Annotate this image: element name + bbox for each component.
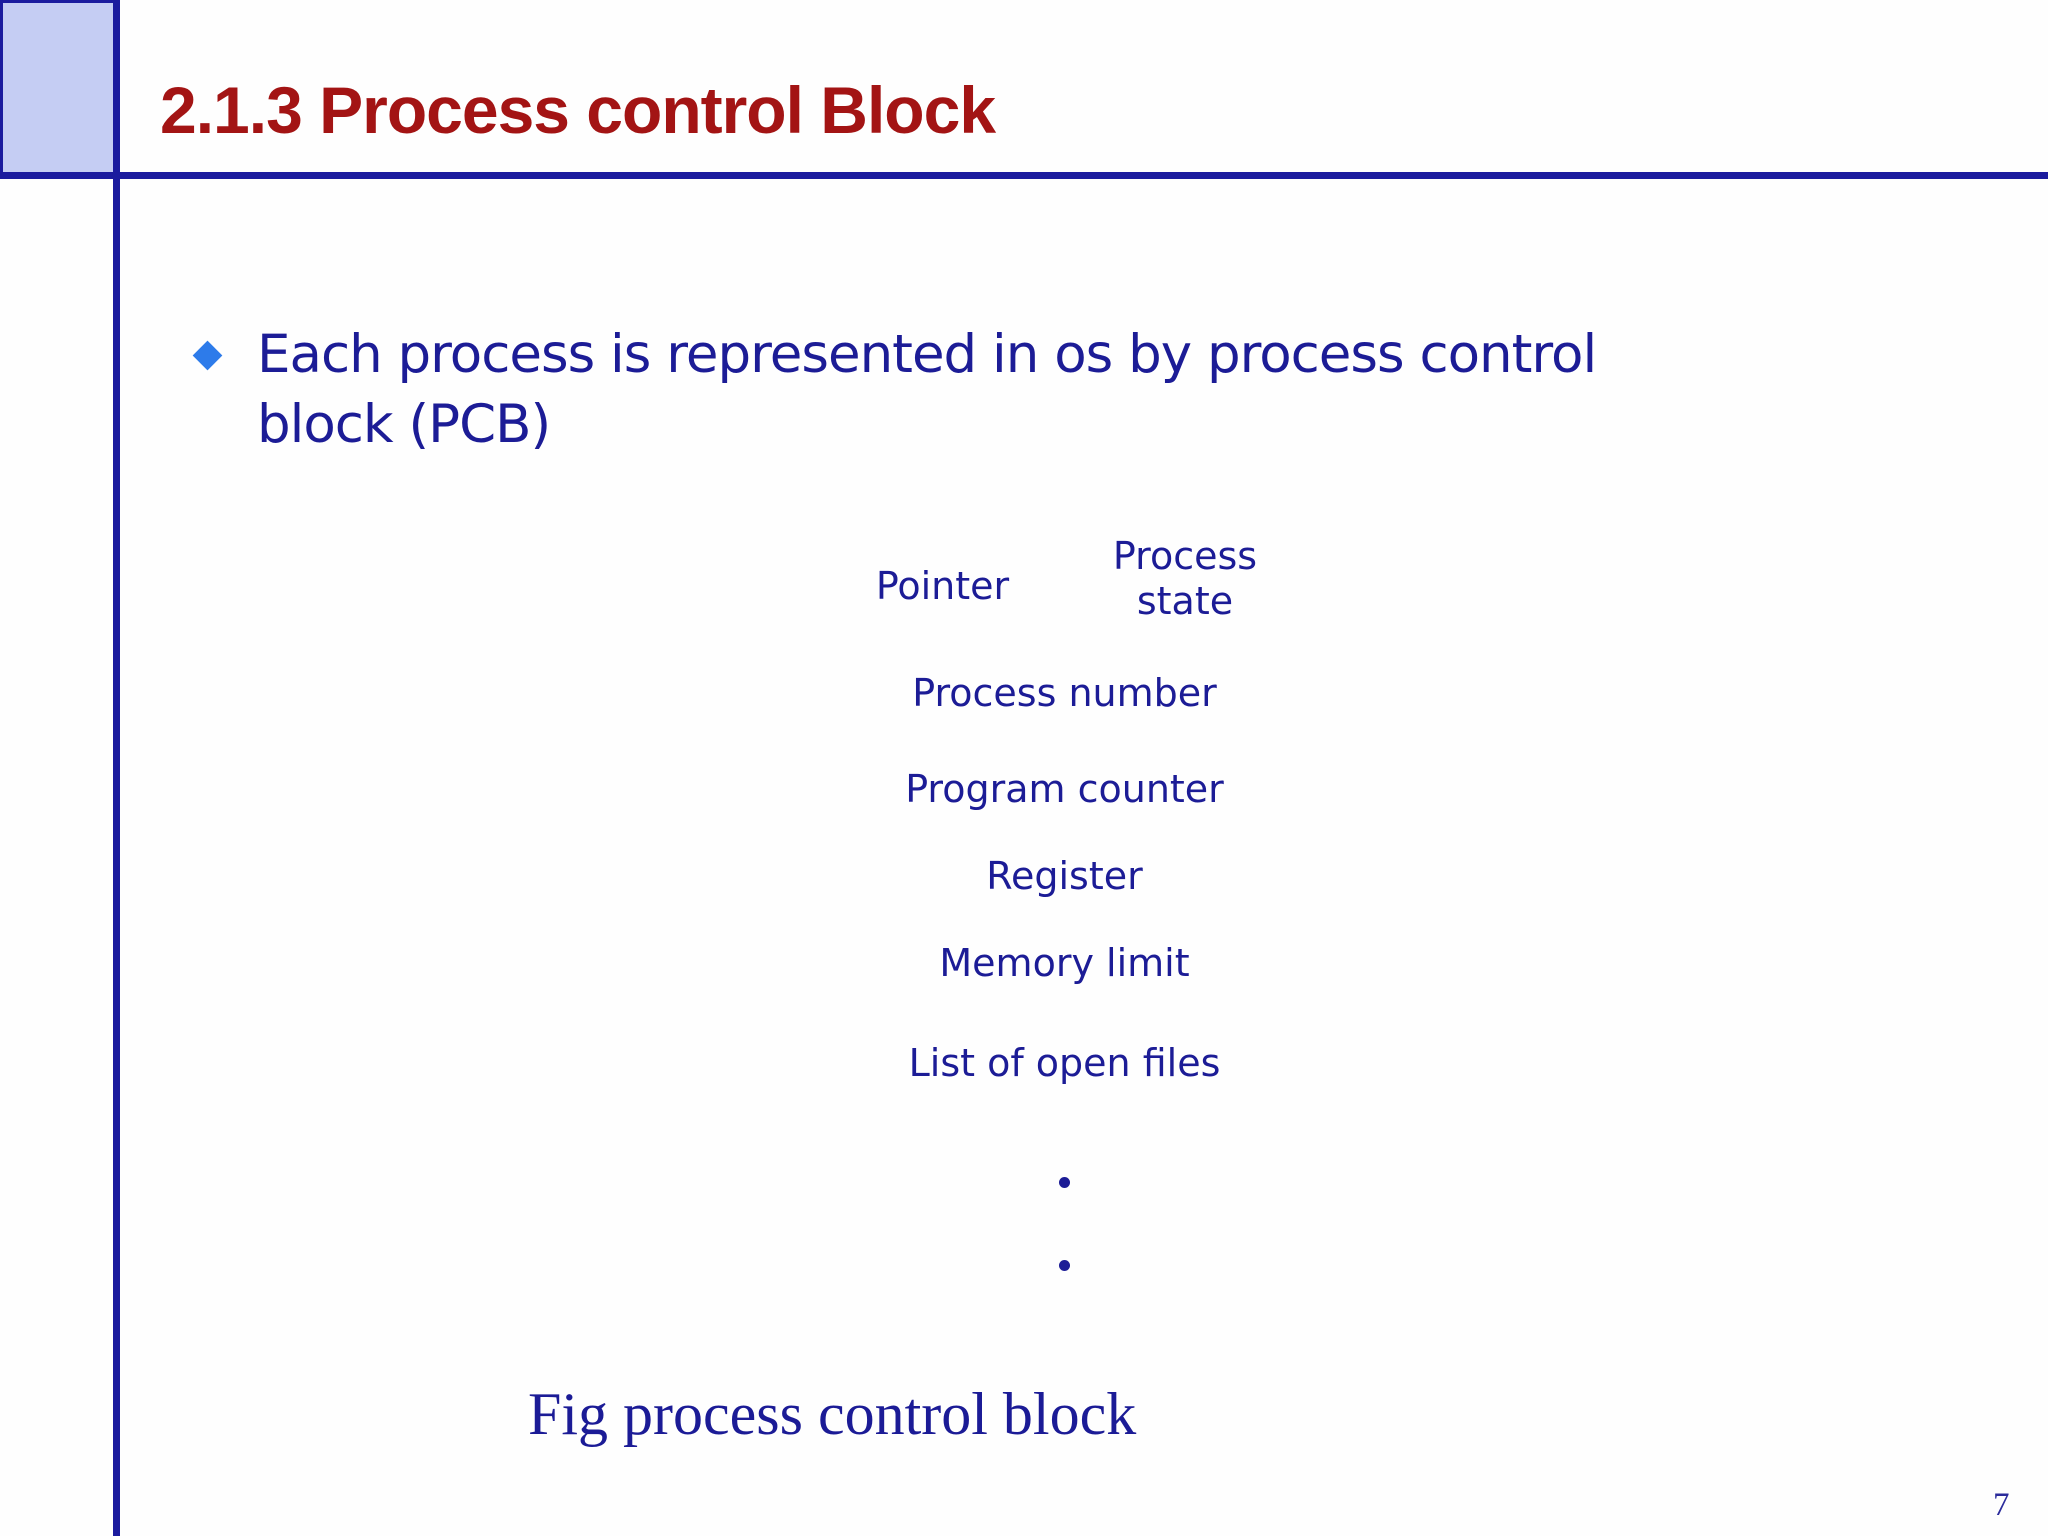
pcb-row-program-counter: Program counter [905,767,1224,811]
corner-decoration [0,0,116,176]
bullet-line-2: block (PCB) [257,394,551,455]
pcb-row-ellipsis [822,1113,1307,1283]
horizontal-rule [0,172,2048,179]
pcb-row-process-number: Process number [912,670,1217,715]
pcb-diagram: Pointer Process state Process number Pro… [822,512,1307,1283]
ellipsis-dot-icon [1059,1177,1070,1188]
pcb-cell-pointer: Pointer [875,563,1010,608]
pcb-row-list-of-open-files: List of open files [908,1041,1221,1085]
page-number: 7 [1993,1487,2010,1523]
pcb-cell-process-state: Process state [1112,533,1258,623]
bullet-line-1: Each process is represented in os by pro… [257,324,1597,385]
bullet-text: Each process is represented in os by pro… [257,320,1597,460]
figure-caption: Fig process control block [528,1381,1137,1447]
pcb-row-register: Register [986,853,1143,898]
ellipsis-dot-icon [1059,1260,1070,1271]
vertical-rule [113,0,120,1536]
diamond-bullet-icon [192,340,223,371]
pcb-row-memory-limit: Memory limit [939,941,1190,985]
slide-title: 2.1.3 Process control Block [160,73,996,147]
